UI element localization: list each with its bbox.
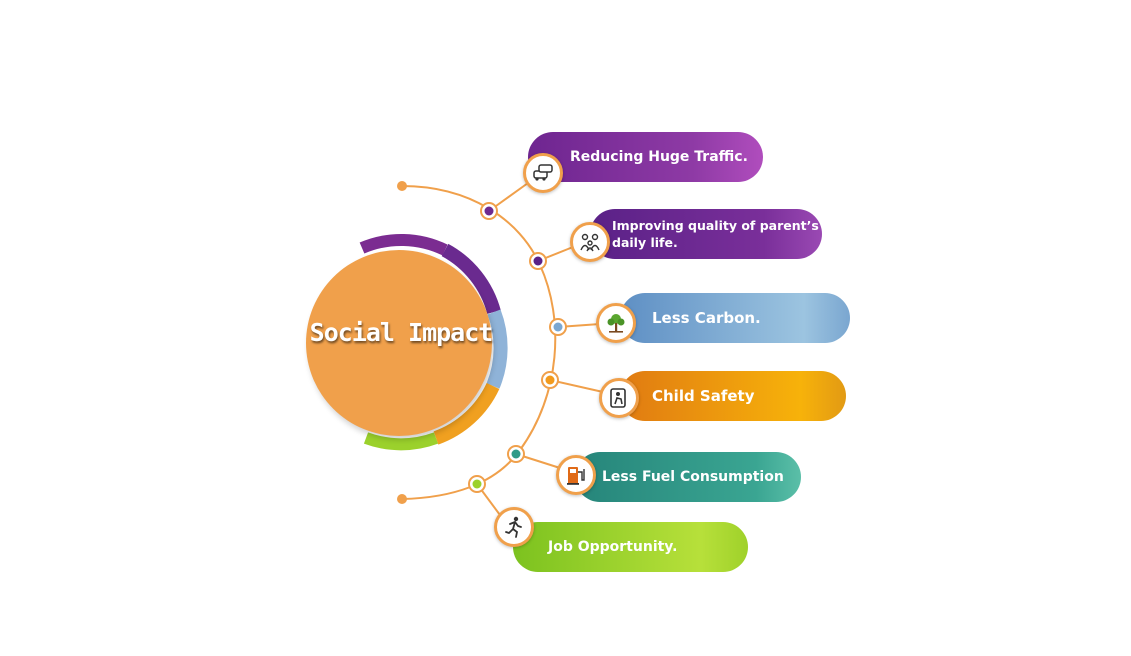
pill-less-carbon: Less Carbon. bbox=[620, 293, 850, 343]
curve-nodes bbox=[468, 202, 567, 493]
child-seat-icon bbox=[599, 378, 639, 418]
pill-child-safety: Child Safety bbox=[620, 371, 846, 421]
traffic-cars-icon bbox=[523, 153, 563, 193]
pill-label-line2: daily life. bbox=[612, 235, 678, 250]
pill-label: Less Fuel Consumption bbox=[602, 469, 784, 485]
curve-end-dot bbox=[397, 494, 407, 504]
pill-parents-life: Improving quality of parent’s daily life… bbox=[590, 209, 822, 259]
pill-label: Child Safety bbox=[652, 387, 755, 405]
pill-label-line1: Improving quality of parent’s bbox=[612, 218, 819, 233]
family-icon bbox=[570, 222, 610, 262]
pill-less-fuel: Less Fuel Consumption bbox=[575, 452, 801, 502]
center-ring bbox=[359, 233, 508, 451]
pill-job-opportunity: Job Opportunity. bbox=[513, 522, 748, 572]
pill-label: Less Carbon. bbox=[652, 309, 761, 327]
fuel-pump-icon bbox=[556, 455, 596, 495]
tree-icon bbox=[596, 303, 636, 343]
pill-reducing-traffic: Reducing Huge Traffic. bbox=[528, 132, 763, 182]
pill-label: Reducing Huge Traffic. bbox=[570, 149, 748, 165]
running-person-icon bbox=[494, 507, 534, 547]
center-title: Social Impact bbox=[309, 318, 494, 347]
center-circle bbox=[306, 250, 492, 436]
curve-start-dot bbox=[397, 181, 407, 191]
pill-label: Job Opportunity. bbox=[548, 539, 678, 555]
